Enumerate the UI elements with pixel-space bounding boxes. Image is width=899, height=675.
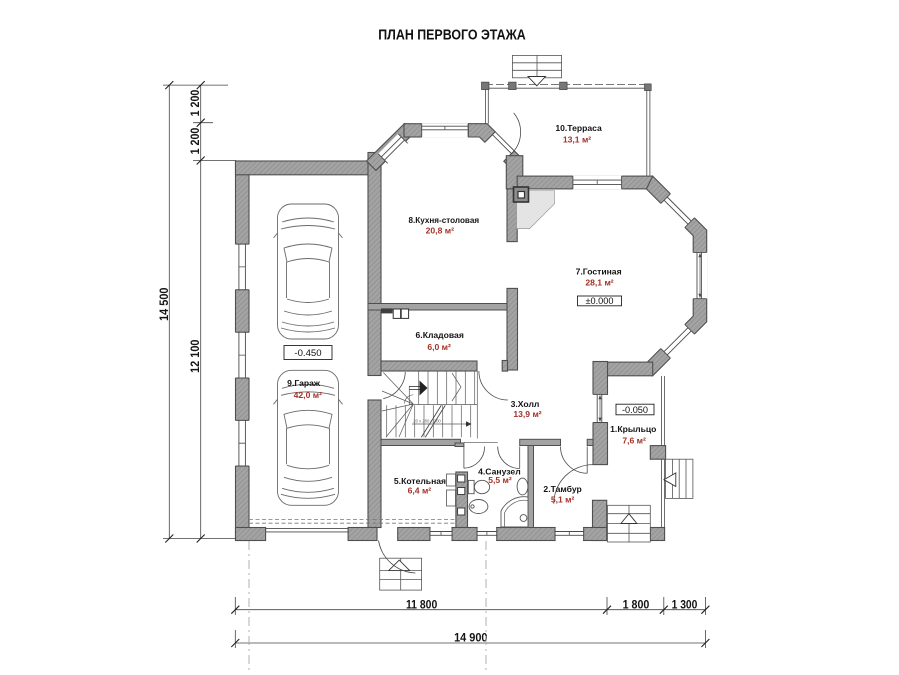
svg-text:12 100: 12 100 (188, 339, 202, 373)
svg-text:8.Кухня-столовая: 8.Кухня-столовая (409, 215, 480, 225)
svg-text:10.Терраса: 10.Терраса (555, 123, 602, 133)
svg-text:11 800: 11 800 (406, 597, 437, 611)
svg-text:2.Тамбур: 2.Тамбур (543, 484, 581, 494)
svg-text:20,8 м²: 20,8 м² (426, 226, 454, 236)
svg-text:14 500: 14 500 (157, 287, 171, 321)
svg-text:42,0 м²: 42,0 м² (294, 390, 322, 400)
svg-text:3.Холл: 3.Холл (511, 399, 540, 409)
svg-text:±0.000: ±0.000 (585, 296, 613, 306)
svg-text:6,0 м²: 6,0 м² (427, 342, 451, 352)
svg-text:7.Гостиная: 7.Гостиная (576, 267, 622, 277)
svg-text:5,1 м²: 5,1 м² (551, 495, 575, 505)
svg-text:13,1 м²: 13,1 м² (563, 135, 591, 145)
svg-text:1 800: 1 800 (623, 597, 650, 611)
svg-text:-0.450: -0.450 (294, 348, 321, 359)
svg-text:20 x 280 x 300: 20 x 280 x 300 (413, 419, 441, 424)
svg-text:1 200: 1 200 (188, 89, 202, 116)
svg-text:5.Котельная: 5.Котельная (394, 476, 446, 486)
svg-text:5,5 м²: 5,5 м² (488, 475, 512, 485)
svg-text:28,1 м²: 28,1 м² (585, 278, 613, 288)
svg-text:4.Санузел: 4.Санузел (478, 466, 521, 476)
svg-text:6,4 м²: 6,4 м² (408, 486, 432, 496)
svg-text:13,9 м²: 13,9 м² (513, 409, 541, 419)
svg-text:6.Кладовая: 6.Кладовая (416, 330, 464, 340)
svg-text:9.Гараж: 9.Гараж (287, 378, 321, 388)
svg-text:14 900: 14 900 (454, 631, 488, 645)
svg-text:7,6 м²: 7,6 м² (622, 436, 646, 446)
svg-text:ПЛАН ПЕРВОГО ЭТАЖА: ПЛАН ПЕРВОГО ЭТАЖА (378, 28, 526, 44)
svg-text:-0.050: -0.050 (622, 405, 648, 415)
svg-text:1 200: 1 200 (188, 127, 202, 154)
svg-text:1.Крыльцо: 1.Крыльцо (610, 424, 656, 434)
svg-text:1 300: 1 300 (672, 597, 698, 611)
